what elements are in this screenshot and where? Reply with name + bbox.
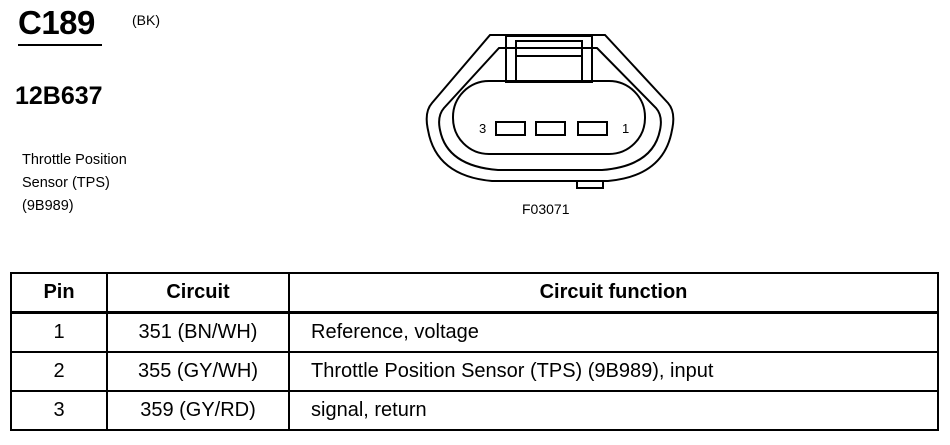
locking-tab-inner (515, 40, 583, 83)
pin-label-3: 3 (479, 121, 486, 136)
header-circuit-function: Circuit function (288, 272, 939, 314)
table-row: 1 351 (BN/WH) Reference, voltage (10, 311, 939, 353)
pin-terminal-2 (535, 121, 566, 136)
description-line: (9B989) (22, 198, 74, 214)
cell-pin: 3 (10, 390, 108, 431)
pin-terminal-1 (577, 121, 608, 136)
pin-label-1: 1 (622, 121, 629, 136)
description-line: Sensor (TPS) (22, 175, 110, 191)
description-line: Throttle Position (22, 152, 127, 168)
header-pin: Pin (10, 272, 108, 314)
connector-housing-outline (425, 34, 675, 182)
pinout-table: Pin Circuit Circuit function 1 351 (BN/W… (10, 272, 939, 431)
table-header-row: Pin Circuit Circuit function (10, 272, 939, 314)
connector-face-diagram: 3 1 (425, 34, 675, 189)
component-description: Throttle Position Sensor (TPS) (9B989) (22, 149, 127, 218)
cell-function: signal, return (288, 390, 939, 431)
pin-cavity (452, 80, 646, 155)
pin-terminal-3 (495, 121, 526, 136)
cell-circuit: 351 (BN/WH) (106, 311, 290, 353)
bottom-key (576, 181, 604, 189)
cell-circuit: 355 (GY/WH) (106, 351, 290, 392)
connector-id: C189 (18, 4, 95, 41)
connector-color: (BK) (132, 12, 160, 28)
cell-circuit: 359 (GY/RD) (106, 390, 290, 431)
cell-function: Throttle Position Sensor (TPS) (9B989), … (288, 351, 939, 392)
header-circuit: Circuit (106, 272, 290, 314)
connector-housing-inner-outline (438, 47, 662, 171)
table-row: 2 355 (GY/WH) Throttle Position Sensor (… (10, 351, 939, 392)
cell-pin: 2 (10, 351, 108, 392)
cell-pin: 1 (10, 311, 108, 353)
table-row: 3 359 (GY/RD) signal, return (10, 390, 939, 431)
part-number: 12B637 (15, 82, 103, 110)
cell-function: Reference, voltage (288, 311, 939, 353)
connector-id-underline (18, 44, 102, 46)
figure-id: F03071 (522, 201, 570, 217)
locking-tab-outer (505, 35, 593, 83)
